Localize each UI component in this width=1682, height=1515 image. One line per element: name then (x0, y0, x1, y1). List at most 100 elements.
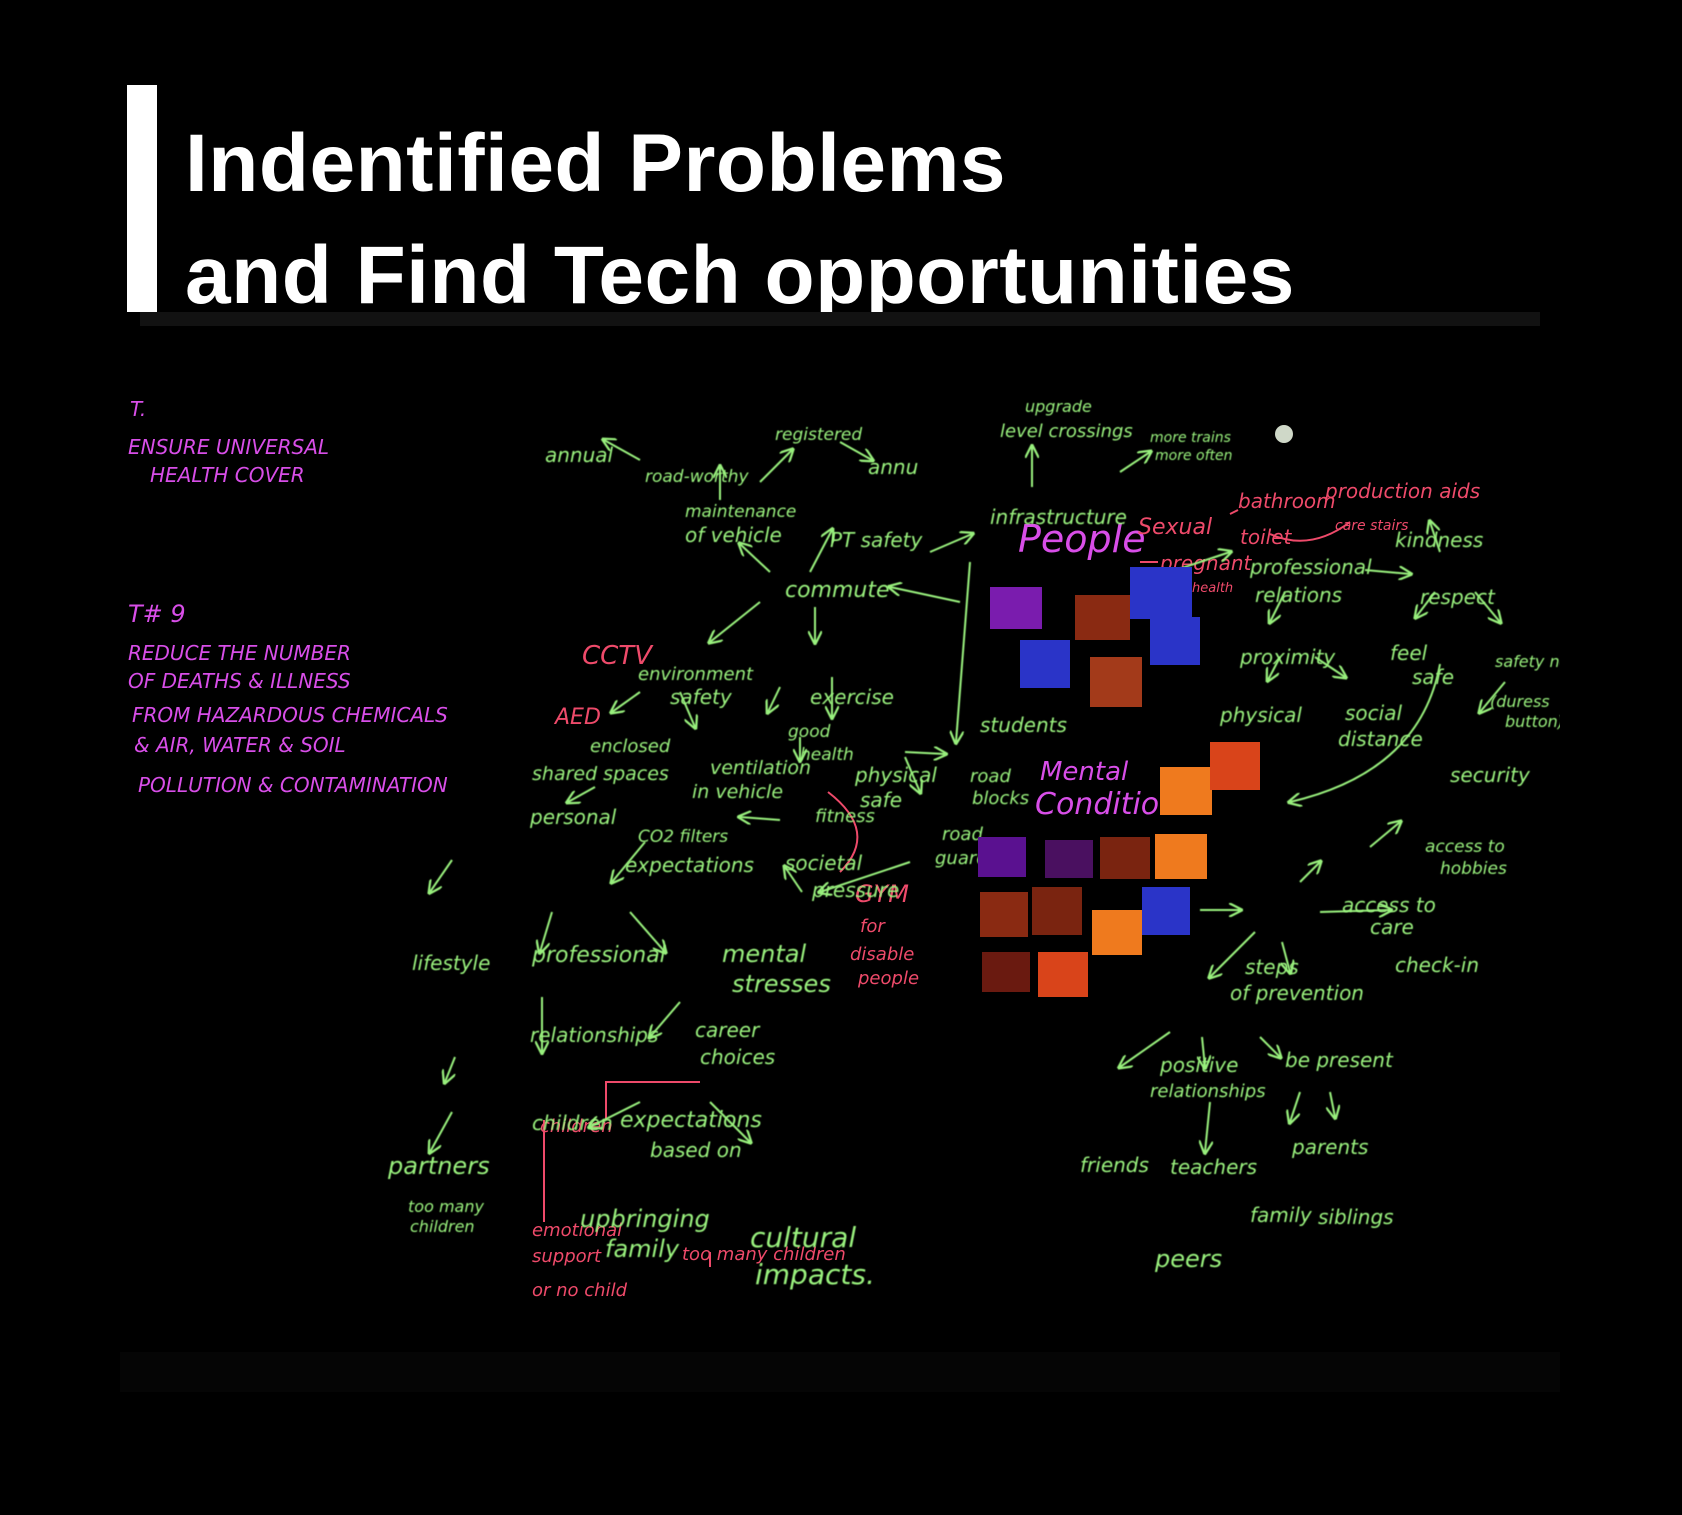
node-registered: registered (775, 425, 862, 445)
sticky-note (1130, 567, 1192, 619)
node-access-care-1: access to (1342, 893, 1436, 917)
node-relationships2: relationships (1150, 1081, 1266, 1102)
node-pressure: pressure (811, 878, 899, 902)
node-access-to: access to (1425, 837, 1505, 857)
node-students: students (980, 713, 1067, 737)
bathroom-label: bathroom (1238, 489, 1336, 513)
node-more-often: more often (1155, 448, 1233, 464)
node-friends: friends (1080, 1153, 1149, 1177)
node-safe: safe (1412, 665, 1454, 689)
mental-label: Mental (1040, 757, 1129, 787)
node-too-many: too many (408, 1197, 484, 1216)
sticky-note (1032, 887, 1082, 935)
node-button: button) (1505, 712, 1560, 731)
sticky-note (1210, 742, 1260, 790)
node-check-in: check-in (1395, 953, 1479, 977)
node-pt-safety: PT safety (830, 528, 923, 552)
node-kindness: kindness (1395, 528, 1483, 552)
sticky-note (1160, 767, 1212, 815)
node-exercise: exercise (810, 685, 894, 709)
node-environment: environment (638, 664, 754, 685)
node-of-prevention: of prevention (1230, 981, 1364, 1005)
node-security: security (1450, 763, 1531, 787)
board-bottom-edge (120, 1352, 1560, 1392)
node-social: social (1345, 701, 1402, 725)
node-env-safety: safety (670, 685, 733, 709)
sticky-note (1150, 617, 1200, 665)
node-children: children (532, 1111, 613, 1135)
node-annu: annu (868, 455, 918, 479)
node-blocks: blocks (972, 788, 1029, 809)
node-road2: road (942, 824, 983, 845)
node-road-worthy: road-worthy (645, 467, 749, 487)
page-title: Indentified Problems and Find Tech oppor… (185, 108, 1295, 332)
node-lifestyle: lifestyle (412, 951, 490, 975)
or-no-child-label: or no child (532, 1280, 628, 1301)
node-co2-filters: CO2 filters (638, 827, 728, 847)
support-label: support (532, 1246, 602, 1267)
sticky-note (982, 952, 1030, 992)
node-upgrade: upgrade (1025, 397, 1092, 416)
disable-label: disable (850, 944, 914, 965)
node-infrastructure: infrastructure (990, 505, 1127, 529)
goal-id: T# 9 (128, 600, 186, 628)
node-family: family (605, 1235, 680, 1263)
goal-line3: FROM HAZARDOUS CHEMICALS (132, 703, 448, 727)
node-fitness: fitness (815, 806, 875, 827)
node-relations: relations (1255, 583, 1342, 607)
node-choices: choices (700, 1045, 775, 1069)
node-stresses: stresses (732, 970, 831, 998)
node-more-trains: more trains (1150, 430, 1231, 446)
node-road: road (970, 766, 1011, 787)
node-respect: respect (1420, 585, 1496, 609)
sticky-note (980, 892, 1028, 937)
node-level-crossings: level crossings (1000, 421, 1133, 442)
node-in-vehicle: in vehicle (692, 781, 783, 803)
node-expectations: expectations (625, 853, 754, 877)
sticky-note (1155, 834, 1207, 879)
sticky-note (978, 837, 1026, 877)
pregnant-health-label: health (1192, 581, 1233, 596)
sticky-note (1092, 910, 1142, 955)
sticky-note (1090, 657, 1142, 707)
production-aids-label: production aids (1324, 479, 1480, 503)
node-good: good (788, 722, 831, 742)
node-parents: parents (1291, 1135, 1368, 1159)
for-label: for (860, 916, 886, 937)
node-ventilation: ventilation (710, 757, 811, 779)
node-proximity: proximity (1239, 645, 1336, 669)
aed-label: AED (553, 705, 601, 730)
node-relationships: relationships (530, 1023, 658, 1047)
node-mental: mental (722, 940, 806, 968)
node-career: career (695, 1018, 761, 1042)
goal-line1: REDUCE THE NUMBER (128, 641, 351, 665)
node-teachers: teachers (1170, 1155, 1257, 1179)
node-distance: distance (1338, 727, 1423, 751)
node-peers: peers (1154, 1245, 1222, 1273)
node-annual: annual (545, 443, 614, 467)
title-accent-bar (127, 85, 157, 335)
mindmap-board: T. ENSURE UNIVERSAL HEALTH COVER T# 9 RE… (120, 312, 1560, 1392)
node-commute: commute (785, 578, 890, 603)
node-feel: feel (1390, 641, 1428, 665)
sticky-note (1020, 640, 1070, 688)
whiteboard-photo: T. ENSURE UNIVERSAL HEALTH COVER T# 9 RE… (120, 312, 1560, 1392)
goal-top-prefix: T. (130, 397, 146, 421)
node-physical-safe-1: physical (854, 763, 937, 787)
node-hobbies: hobbies (1440, 859, 1507, 879)
toilet-label: toilet (1240, 525, 1292, 549)
node-siblings: siblings (1318, 1205, 1394, 1229)
node-shared-spaces: shared spaces (532, 763, 669, 785)
sticky-note (1142, 887, 1190, 935)
node-societal: societal (785, 851, 863, 875)
node-upbringing: upbringing (580, 1205, 710, 1233)
goal-line5: POLLUTION & CONTAMINATION (138, 773, 448, 797)
node-access-care-2: care (1370, 915, 1414, 939)
node-family2: family (1250, 1203, 1313, 1227)
node-be-present: be present (1285, 1048, 1394, 1072)
goal-line4: & AIR, WATER & SOIL (134, 733, 346, 757)
sexual-label: Sexual (1138, 515, 1212, 540)
node-children2: children (410, 1217, 475, 1236)
node-maintenance: maintenance (685, 502, 796, 522)
node-professional2: professional (531, 943, 666, 968)
